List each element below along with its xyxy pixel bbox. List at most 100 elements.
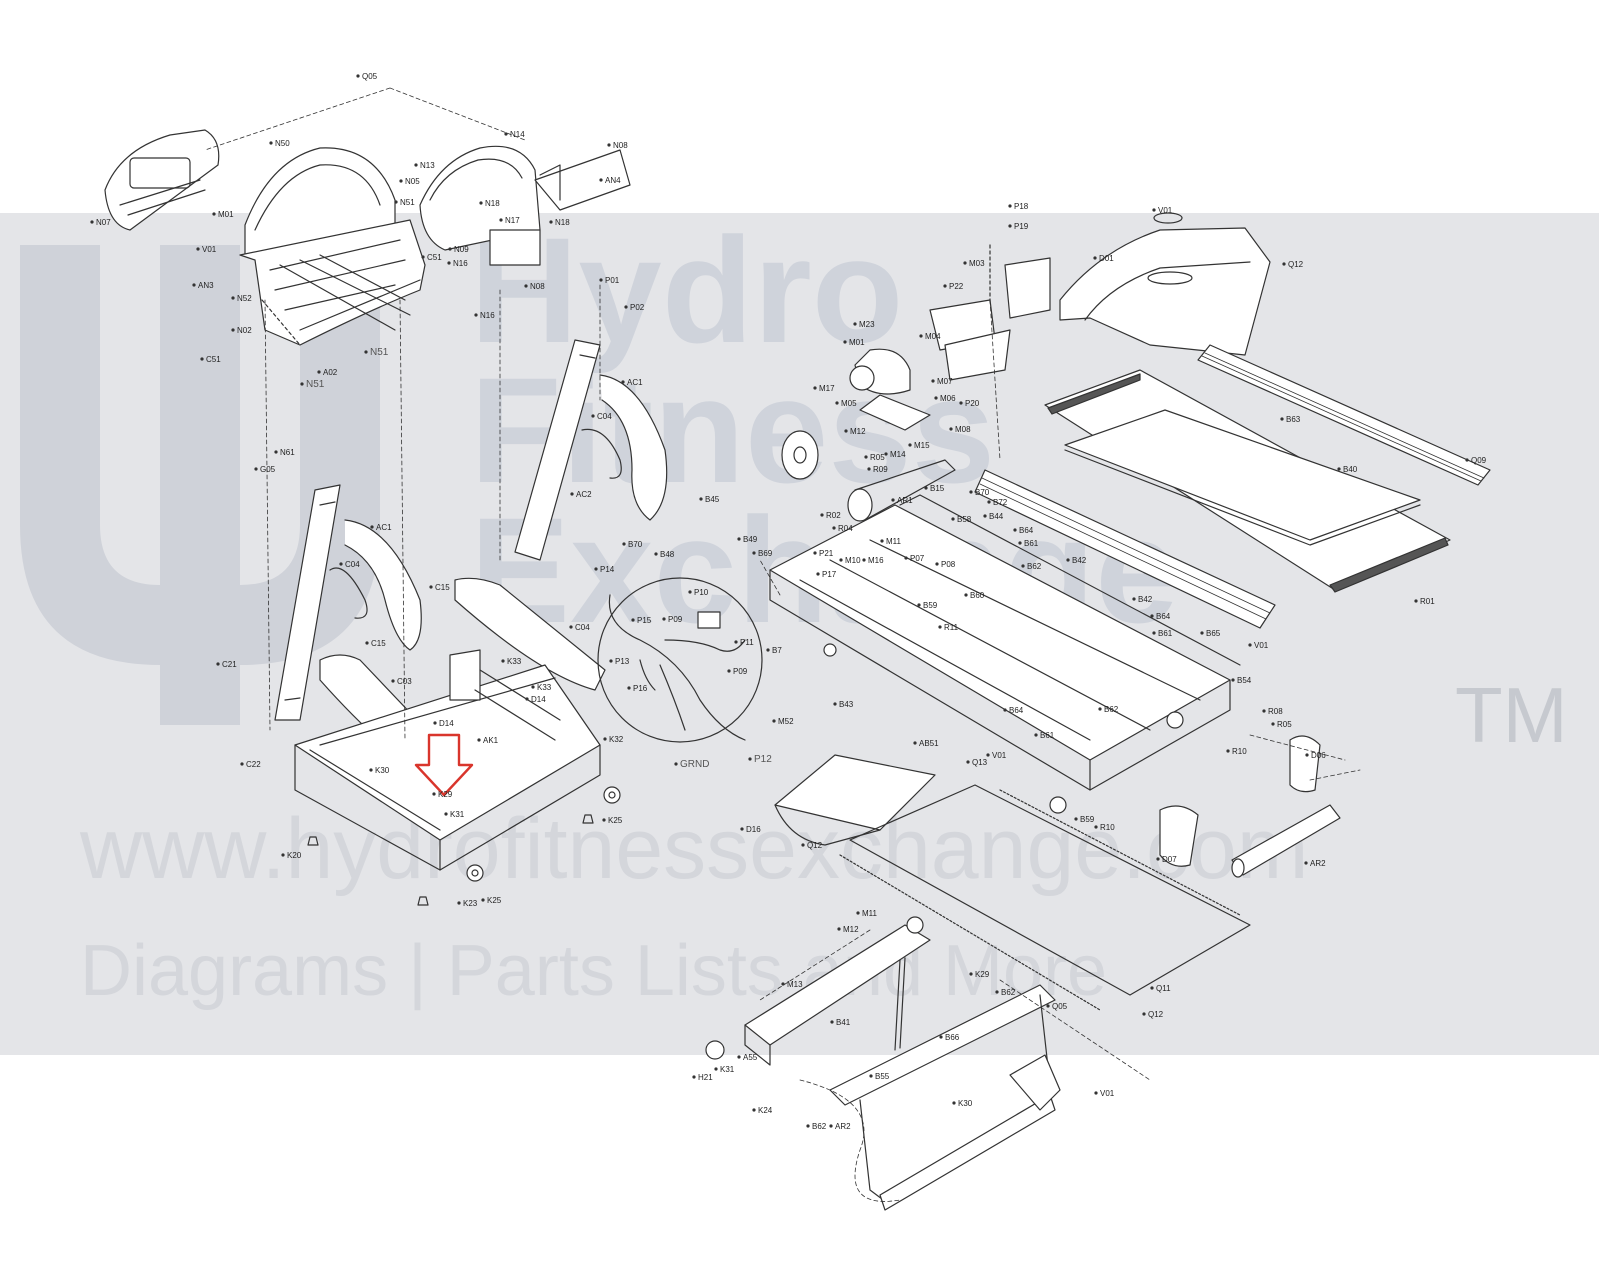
part-label-k33: K33 [537, 683, 552, 692]
fastener-dot [951, 517, 955, 521]
fastener-dot [594, 567, 598, 571]
fastener-dot [622, 542, 626, 546]
fastener-dot [688, 590, 692, 594]
part-label-d16: D16 [746, 825, 761, 834]
end-cap-left [1159, 805, 1199, 867]
part-label-b59: B59 [1080, 815, 1095, 824]
fastener-dot [869, 1074, 873, 1078]
part-label-a02: A02 [323, 368, 338, 377]
fastener-dot [531, 685, 535, 689]
part-label-r11: R11 [944, 623, 959, 632]
fastener-dot [983, 514, 987, 518]
fastener-dot [963, 261, 967, 265]
fastener-dot [1066, 558, 1070, 562]
part-label-k24: K24 [758, 1106, 773, 1115]
fastener-dot [1200, 631, 1204, 635]
part-label-p09: P09 [733, 667, 748, 676]
fastener-dot [300, 382, 304, 386]
part-label-b62: B62 [812, 1122, 827, 1131]
fastener-dot [1282, 262, 1286, 266]
fastener-dot [414, 163, 418, 167]
fastener-dot [766, 648, 770, 652]
part-label-p22: P22 [949, 282, 964, 291]
fastener-dot [269, 141, 273, 145]
fastener-dot [1003, 708, 1007, 712]
fastener-dot [806, 1124, 810, 1128]
part-label-n08: N08 [530, 282, 545, 291]
fastener-dot [394, 200, 398, 204]
part-label-r05: R05 [870, 453, 885, 462]
fastener-dot [904, 556, 908, 560]
fastener-dot [839, 558, 843, 562]
fastener-dot [1271, 722, 1275, 726]
part-label-b64: B64 [1009, 706, 1024, 715]
part-label-c04: C04 [575, 623, 590, 632]
fastener-dot [1021, 564, 1025, 568]
part-label-m16: M16 [868, 556, 884, 565]
fastener-dot [832, 526, 836, 530]
fastener-dot [474, 313, 478, 317]
fastener-dot [479, 201, 483, 205]
part-label-b45: B45 [705, 495, 720, 504]
side-rail-left [974, 469, 1276, 629]
fastener-dot [444, 812, 448, 816]
part-label-q09: Q09 [1471, 456, 1487, 465]
part-label-ac1: AC1 [627, 378, 643, 387]
fastener-dot [624, 305, 628, 309]
fastener-dot [1074, 817, 1078, 821]
end-cap-right [1289, 735, 1321, 793]
bottom-pan [839, 784, 1251, 1011]
part-label-v01: V01 [202, 245, 217, 254]
fastener-dot [1142, 1012, 1146, 1016]
part-label-b62: B62 [1001, 988, 1016, 997]
fastener-dot [457, 901, 461, 905]
part-label-b44: B44 [989, 512, 1004, 521]
part-label-k33: K33 [507, 657, 522, 666]
fastener-dot [1093, 256, 1097, 260]
part-label-c51: C51 [206, 355, 221, 364]
part-label-n18: N18 [555, 218, 570, 227]
part-label-b40: B40 [1343, 465, 1358, 474]
part-label-b69: B69 [758, 549, 773, 558]
fastener-dot [1132, 597, 1136, 601]
fastener-dot [504, 132, 508, 136]
leader-lines [204, 87, 1361, 1202]
console-housing-rear [419, 145, 631, 266]
part-label-n51: N51 [400, 198, 415, 207]
part-label-c15: C15 [371, 639, 386, 648]
fastener-dot [1150, 614, 1154, 618]
fastener-dot [966, 760, 970, 764]
deck [1064, 409, 1421, 546]
part-label-n07: N07 [96, 218, 111, 227]
part-label-ak1: AK1 [483, 736, 499, 745]
fastener-dot [917, 603, 921, 607]
part-label-p01: P01 [605, 276, 620, 285]
part-label-k29: K29 [438, 790, 453, 799]
fastener-dot [525, 697, 529, 701]
part-label-d14: D14 [439, 719, 454, 728]
fastener-dot [820, 513, 824, 517]
part-label-b48: B48 [660, 550, 675, 559]
main-frame [769, 494, 1241, 814]
fastener-dot [829, 1124, 833, 1128]
fastener-dot [448, 247, 452, 251]
fastener-dot [1337, 467, 1341, 471]
part-label-k31: K31 [450, 810, 465, 819]
fastener-dot [216, 662, 220, 666]
console-overlay [104, 129, 220, 231]
part-label-b65: B65 [1206, 629, 1221, 638]
fastener-dot [908, 443, 912, 447]
fastener-dot [607, 143, 611, 147]
fastener-dot [192, 283, 196, 287]
rear-roller [1231, 804, 1341, 878]
part-label-grnd: GRND [680, 759, 709, 770]
fastener-dot [969, 972, 973, 976]
part-label-m03: M03 [969, 259, 985, 268]
part-label-n51: N51 [370, 347, 389, 358]
fastener-dot [748, 757, 752, 761]
part-label-n52: N52 [237, 294, 252, 303]
fastener-dot [813, 386, 817, 390]
part-label-n16: N16 [453, 259, 468, 268]
part-label-v01: V01 [1158, 206, 1173, 215]
part-label-r08: R08 [1268, 707, 1283, 716]
